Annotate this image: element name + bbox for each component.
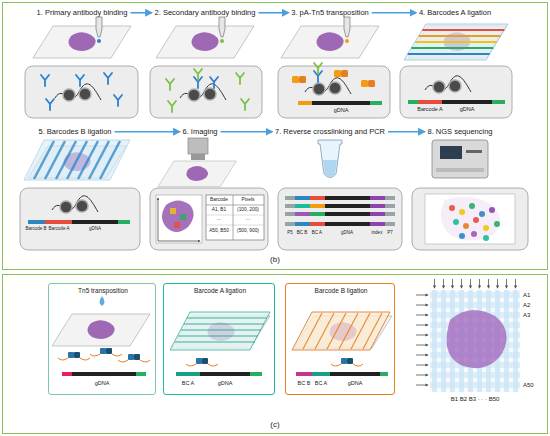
step-title: 5. Barcodes B ligation xyxy=(39,128,112,136)
table-cell: A50, B50 xyxy=(209,229,229,234)
panel-frame: 1. Primary antibody binding 2. Secondary … xyxy=(2,2,548,270)
step-title: 8. NGS sequencing xyxy=(427,128,492,136)
workflow-box: Barcode B ligation BC B BC A gDNA xyxy=(285,283,395,395)
table-cell: Pixels xyxy=(242,198,255,203)
step-title: 6. Imaging xyxy=(182,128,217,136)
sequence-label: gDNA xyxy=(460,107,475,113)
workflow-box: Tn5 transposition gDNA xyxy=(48,283,156,395)
table-cell: Barcode xyxy=(210,198,228,203)
sequence-label: gDNA xyxy=(341,231,353,236)
table-cell: A1, B1 xyxy=(212,208,226,213)
flow-arrow xyxy=(130,12,151,14)
barcode-index: A2 xyxy=(523,302,530,308)
barcode-index: A50 xyxy=(523,382,534,388)
step-title: 1. Primary antibody binding xyxy=(37,9,128,17)
step-title: 7. Reverse crosslinking and PCR xyxy=(275,128,385,136)
step-heading: 7. Reverse crosslinking and PCR xyxy=(275,127,385,137)
flow-arrow xyxy=(258,12,288,14)
sequence-label: P7 xyxy=(387,231,393,236)
panel-label: (b) xyxy=(270,256,280,264)
step-title: 3. pA-Tn5 transposition xyxy=(291,9,369,17)
sequence-label: Barcode A xyxy=(417,107,442,113)
sequence-label: gDNA xyxy=(218,381,233,387)
flow-arrow xyxy=(372,12,416,14)
box-heading: Barcode B ligation xyxy=(315,288,368,295)
panel-label: (c) xyxy=(270,421,279,429)
sequence-label: gDNA xyxy=(89,227,101,232)
table-cell: (500, 900) xyxy=(237,229,259,234)
panel-frame: Tn5 transpositiongDNABarcode A ligationB… xyxy=(2,274,548,434)
step-title: 4. Barcodes A ligation xyxy=(419,9,491,17)
step-title: 2. Secondary antibody binding xyxy=(155,9,256,17)
step-heading: 5. Barcodes B ligation xyxy=(39,127,112,137)
sequence-label: BC A xyxy=(312,231,322,236)
sequence-label: BC B xyxy=(297,231,308,236)
workflow-box: Barcode A ligation BC A gDNA xyxy=(163,283,275,395)
box-heading: Barcode A ligation xyxy=(194,288,246,295)
sequence-label: gDNA xyxy=(334,108,349,114)
sequence-label: BC A xyxy=(182,381,195,387)
step-heading: 6. Imaging xyxy=(182,127,217,137)
step-heading: 1. Primary antibody binding xyxy=(37,8,128,18)
barcode-index: A3 xyxy=(523,312,530,318)
step-heading: 4. Barcodes A ligation xyxy=(419,8,491,18)
table-cell: ... xyxy=(246,217,250,222)
sequence-label: P5 xyxy=(287,231,293,236)
step-heading: 3. pA-Tn5 transposition xyxy=(291,8,369,18)
sequence-label: gDNA xyxy=(348,381,363,387)
sequence-label: BC B xyxy=(298,381,311,387)
step-heading: 2. Secondary antibody binding xyxy=(155,8,256,18)
flow-arrow xyxy=(221,131,272,133)
sequence-label: gDNA xyxy=(95,381,110,387)
table-cell: (100, 200) xyxy=(237,208,259,213)
sequence-label: Barcode A xyxy=(49,227,70,232)
flow-arrow xyxy=(388,131,424,133)
box-heading: Tn5 transposition xyxy=(78,288,128,295)
flow-arrow xyxy=(114,131,179,133)
table-cell: ... xyxy=(217,217,221,222)
sequence-label: index xyxy=(372,231,383,236)
barcode-index: A1 xyxy=(523,292,530,298)
step-heading: 8. NGS sequencing xyxy=(427,127,492,137)
barcode-index: B1 B2 B3 · · · B50 xyxy=(451,396,500,402)
sequence-label: Barcode B xyxy=(25,227,46,232)
sequence-label: BC A xyxy=(315,381,328,387)
